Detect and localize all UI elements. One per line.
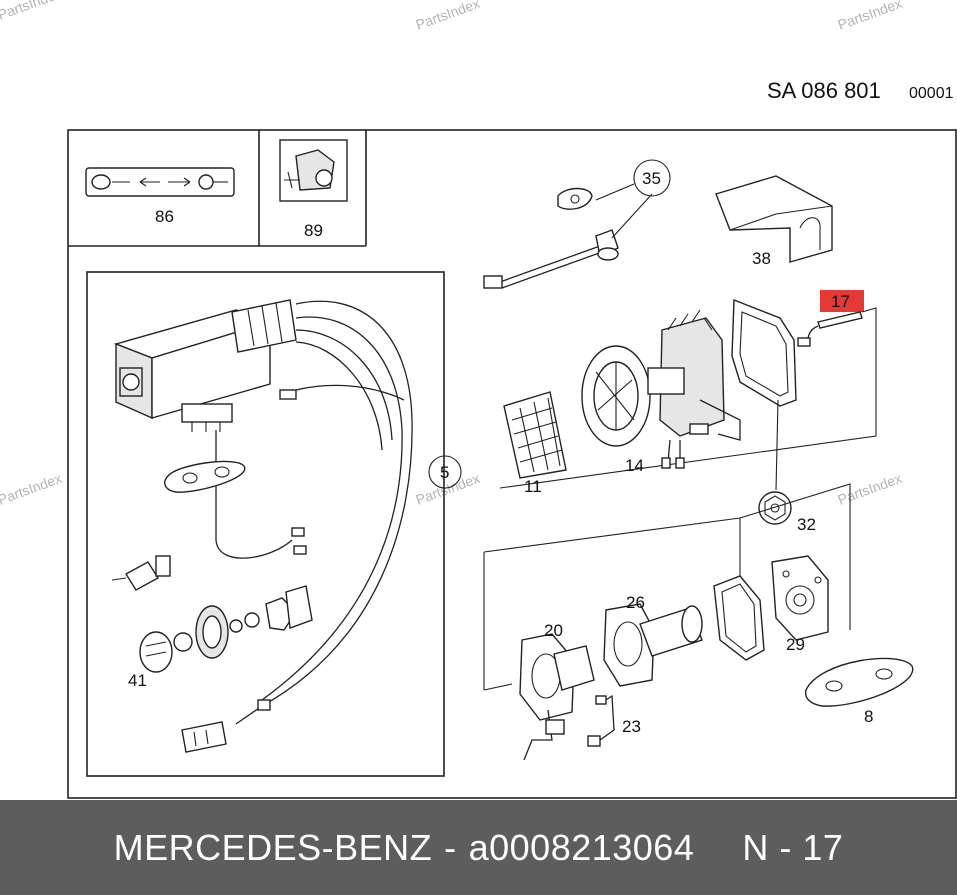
part-5-frame	[86, 271, 445, 777]
part-17-temperature-sensor[interactable]	[797, 311, 863, 347]
part-38-cover[interactable]	[715, 175, 833, 263]
watermark-6: PartsIndex	[836, 470, 904, 508]
part-number[interactable]: a0008213064	[468, 826, 695, 868]
callout-86: 86	[155, 207, 174, 226]
callout-8: 8	[864, 707, 873, 726]
callout-23: 23	[622, 717, 641, 736]
part-5-control-unit[interactable]	[113, 299, 297, 432]
callout-17-highlight	[820, 290, 864, 312]
outer-frame	[67, 129, 957, 799]
callout-29: 29	[786, 635, 805, 654]
part-8-base-gasket[interactable]	[804, 657, 914, 707]
assembly-14-frame	[499, 307, 877, 489]
part-32-seal[interactable]	[758, 491, 792, 525]
callout-38: 38	[752, 249, 771, 268]
callout-89: 89	[304, 221, 323, 240]
callout-5-circle	[428, 455, 462, 489]
callout-11: 11	[524, 477, 542, 496]
part-29-burner-plate[interactable]	[771, 555, 829, 641]
watermark-1: PartsIndex	[0, 0, 64, 23]
watermark-3: PartsIndex	[836, 0, 904, 33]
diagram-code: SA 086 801	[767, 78, 881, 103]
part-23-glow-pin[interactable]	[587, 694, 615, 747]
part-gasket-blower[interactable]	[731, 298, 797, 407]
brand-separator: -	[444, 826, 457, 868]
watermark-2: PartsIndex	[414, 0, 482, 33]
part-5-mount-gasket[interactable]	[164, 460, 246, 493]
part-gasket-29[interactable]	[713, 575, 765, 661]
part-35-glow-plug-cable[interactable]	[483, 187, 619, 289]
part-41-cap[interactable]	[139, 631, 173, 673]
part-86-label-sticker[interactable]	[85, 167, 235, 197]
parts-diagram: PartsIndex PartsIndex PartsIndex PartsIn…	[0, 0, 957, 799]
part-26-combustion-tube[interactable]	[603, 603, 703, 687]
callout-41: 41	[128, 671, 147, 690]
callout-35-circle	[633, 159, 671, 197]
diagram-ref: 00001	[909, 85, 954, 102]
callout-5-text: 5	[440, 463, 449, 482]
part-41-nut-ring[interactable]	[173, 585, 313, 659]
assembly-lower-frame	[483, 483, 851, 690]
callout-35-text: 35	[642, 169, 661, 188]
callout-17: 17	[831, 292, 850, 311]
part-11-intake-grille[interactable]	[503, 391, 567, 479]
callout-32: 32	[797, 515, 816, 534]
callout-26: 26	[626, 593, 645, 612]
diagram-position: N - 17	[742, 826, 844, 868]
part-20-burner[interactable]	[519, 633, 595, 761]
watermark-4: PartsIndex	[0, 470, 64, 508]
callout-20: 20	[544, 621, 563, 640]
part-info-footer: MERCEDES-BENZ - a0008213064 N - 17	[0, 800, 957, 895]
brand-name: MERCEDES-BENZ	[113, 826, 433, 868]
part-89-warning-sticker[interactable]	[279, 139, 348, 202]
part-fuel-metering-sensor[interactable]	[111, 555, 171, 591]
callout-14: 14	[625, 456, 644, 475]
part-14-blower-motor[interactable]	[581, 309, 741, 469]
